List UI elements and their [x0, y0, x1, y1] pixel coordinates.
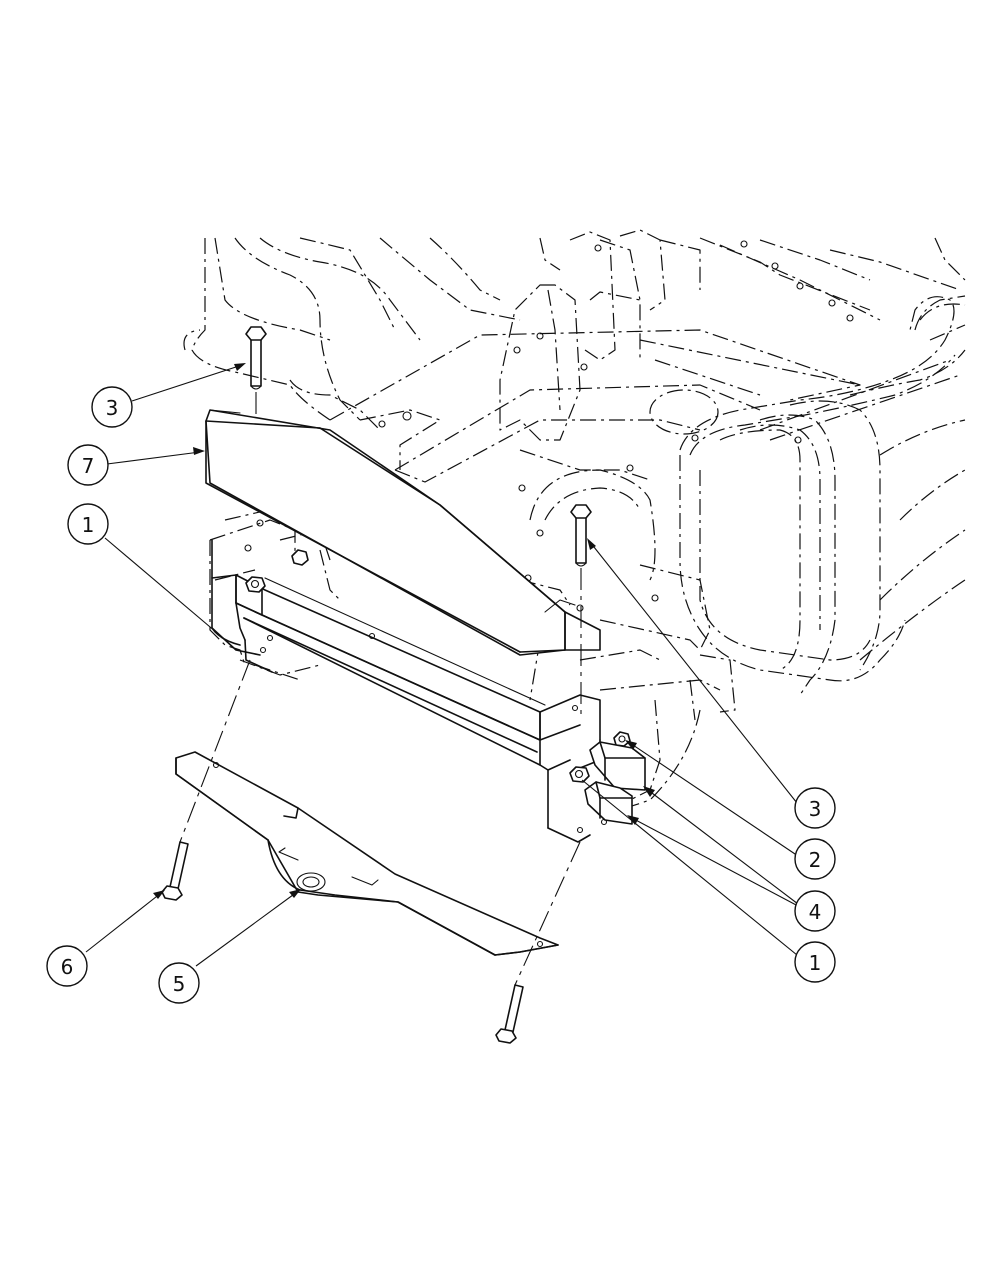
rear-shield-part-7 — [205, 409, 601, 656]
callout-label: 3 — [809, 797, 822, 821]
callout-label: 1 — [82, 513, 95, 537]
nut-part-1-right — [569, 766, 590, 783]
callout-3-right: 3 — [794, 787, 836, 829]
callout-label: 7 — [82, 454, 95, 478]
callout-4: 4 — [794, 890, 836, 932]
callout-1-right: 1 — [794, 941, 836, 983]
left-frame-bracket — [211, 539, 273, 673]
callout-leaders — [85, 363, 799, 967]
frame-holes — [244, 240, 854, 612]
callout-5: 5 — [158, 962, 200, 1004]
callout-label: 4 — [809, 900, 822, 924]
callout-label: 5 — [173, 972, 186, 996]
callout-label: 6 — [61, 955, 74, 979]
callout-label: 2 — [809, 848, 822, 872]
nut-part-1-left — [245, 576, 266, 593]
callout-label: 3 — [106, 396, 119, 420]
bolt-part-3-left — [245, 326, 267, 390]
callout-label: 1 — [809, 951, 822, 975]
bolt-part-3-right — [570, 504, 592, 567]
bolt-part-6-right — [495, 984, 524, 1044]
nut-part-2 — [613, 731, 631, 747]
nut-part-top-left — [291, 549, 309, 566]
bolt-part-6-left — [161, 841, 189, 901]
callout-2: 2 — [794, 838, 836, 880]
callout-3-top-left: 3 — [91, 386, 133, 428]
callout-7: 7 — [67, 444, 109, 486]
bumper-block-part-4-upper — [589, 741, 646, 791]
callout-1-left: 1 — [67, 503, 109, 545]
callout-6: 6 — [46, 945, 88, 987]
hitch-plate-part-5 — [175, 751, 559, 956]
assembly-centerlines — [179, 392, 582, 986]
right-frame-bracket — [539, 694, 608, 843]
